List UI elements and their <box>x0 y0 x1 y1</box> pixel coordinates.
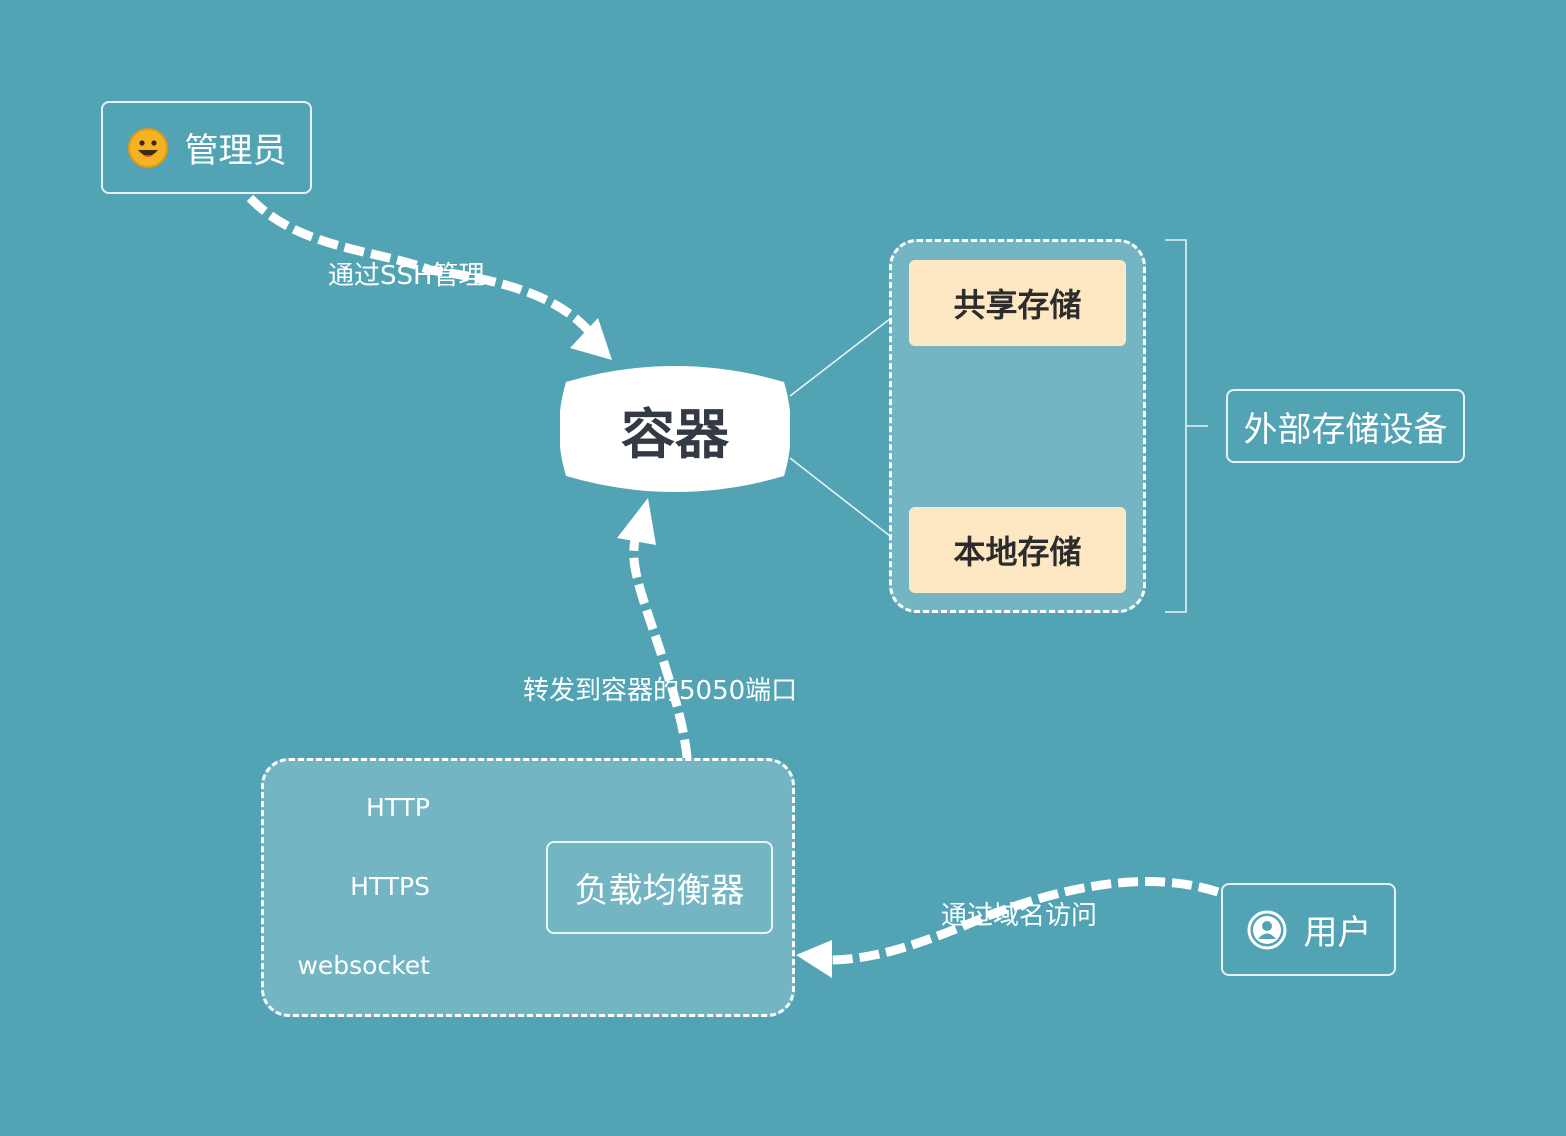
load-balancer-node[interactable]: 负载均衡器 <box>546 841 773 934</box>
shared-storage-label: 共享存储 <box>953 286 1082 324</box>
link-container-shared-storage <box>789 304 909 397</box>
admin-label: 管理员 <box>184 131 287 171</box>
container-label: 容器 <box>621 402 729 466</box>
storage-bracket <box>1165 239 1208 613</box>
protocol-websocket: websocket <box>297 951 430 980</box>
user-node[interactable]: 用户 <box>1221 883 1396 976</box>
load-balancer-group <box>261 758 795 1017</box>
external-storage-label: 外部存储设备 <box>1243 409 1448 450</box>
container-shape <box>560 366 790 492</box>
user-label: 用户 <box>1303 913 1372 953</box>
arrowhead-admin-to-container <box>570 318 612 360</box>
load-balancer-label: 负载均衡器 <box>574 871 745 911</box>
user-avatar-icon <box>1247 910 1286 949</box>
edge-label-admin-to-container: 通过SSH管理 <box>328 261 485 291</box>
edge-admin-to-container <box>246 194 596 338</box>
edge-user-to-lb <box>827 877 1220 965</box>
local-storage-label: 本地存储 <box>953 533 1082 571</box>
shared-storage-node[interactable]: 共享存储 <box>909 260 1126 346</box>
edge-label-user-to-lb: 通过域名访问 <box>941 901 1098 931</box>
edge-label-lb-to-container: 转发到容器的5050端口 <box>523 676 798 706</box>
link-container-local-storage <box>789 457 909 551</box>
smiley-face-icon <box>127 127 168 168</box>
admin-node[interactable]: 管理员 <box>101 101 312 194</box>
protocol-http: HTTP <box>366 793 430 822</box>
container-node[interactable]: 容器 <box>560 358 790 500</box>
local-storage-node[interactable]: 本地存储 <box>909 507 1126 593</box>
protocol-https: HTTPS <box>350 872 430 901</box>
external-storage-node[interactable]: 外部存储设备 <box>1226 389 1465 463</box>
arrowhead-lb-to-container <box>617 498 656 545</box>
arrowhead-user-to-lb <box>796 940 832 978</box>
